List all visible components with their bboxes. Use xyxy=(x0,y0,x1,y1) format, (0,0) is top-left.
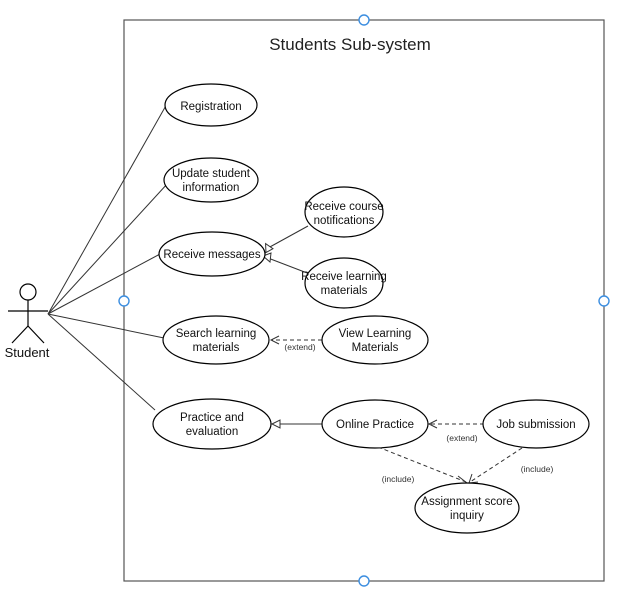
use-case-label-line-1: Receive course xyxy=(304,201,383,213)
system-title: Students Sub-system xyxy=(269,35,431,54)
association-registration xyxy=(47,101,169,315)
association-practice xyxy=(47,313,156,411)
use-case-job-submission[interactable]: Job submission xyxy=(482,399,590,449)
use-case-ellipse xyxy=(152,398,272,450)
resize-handle-right[interactable] xyxy=(598,295,610,307)
use-case-registration[interactable]: Registration xyxy=(164,83,258,127)
resize-handle-left[interactable] xyxy=(118,295,130,307)
include-label-job: (include) xyxy=(521,464,554,474)
actor-student-figure[interactable] xyxy=(8,283,48,344)
use-case-label-line-1: Assignment score xyxy=(421,496,512,508)
use-case-assignment-score-inquiry[interactable]: Assignment score inquiry xyxy=(414,482,520,534)
include-label-online: (include) xyxy=(382,474,415,484)
actor-head xyxy=(19,283,37,301)
extend-arrowhead-1 xyxy=(269,335,280,345)
extend-arrowhead-2 xyxy=(427,419,438,429)
use-case-ellipse xyxy=(158,231,266,277)
use-case-online-practice[interactable]: Online Practice xyxy=(321,399,429,449)
use-case-ellipse xyxy=(321,399,429,449)
include-online-to-score xyxy=(377,446,467,483)
actor-right-leg xyxy=(27,325,45,344)
use-case-label-line-2: evaluation xyxy=(186,426,238,438)
use-case-receive-messages[interactable]: Receive messages xyxy=(158,231,266,277)
include-arrowhead-2 xyxy=(468,473,479,484)
use-case-practice-and-evaluation[interactable]: Practice and evaluation xyxy=(152,398,272,450)
use-case-label-line-2: information xyxy=(183,182,240,194)
use-case-receive-course-notifications[interactable]: Receive course notifications xyxy=(304,186,384,238)
use-case-update-student-information[interactable]: Update student information xyxy=(163,157,259,203)
association-search-materials xyxy=(47,313,165,339)
extend-label-view: (extend) xyxy=(284,342,315,352)
use-case-ellipse xyxy=(414,482,520,534)
generalization-learning-materials xyxy=(267,257,316,277)
association-update-info xyxy=(47,182,169,315)
use-case-ellipse xyxy=(482,399,590,449)
use-case-label-line-1: View Learning xyxy=(339,328,412,340)
use-case-label-line-2: Materials xyxy=(352,342,399,354)
use-case-ellipse xyxy=(162,315,270,365)
use-case-ellipse xyxy=(321,315,429,365)
actor-label: Student xyxy=(5,345,50,360)
resize-handle-bottom[interactable] xyxy=(358,575,370,587)
include-job-to-score xyxy=(469,447,523,483)
use-case-label-line-1: Update student xyxy=(172,168,251,180)
use-case-label: Receive messages xyxy=(163,249,260,261)
use-case-label: Job submission xyxy=(496,419,575,431)
use-case-ellipse xyxy=(304,186,384,238)
use-case-label-line-2: materials xyxy=(321,285,368,297)
use-case-ellipse xyxy=(304,257,384,309)
use-case-label: Online Practice xyxy=(336,419,414,431)
use-case-label: Registration xyxy=(180,101,241,113)
use-case-search-learning-materials[interactable]: Search learning materials xyxy=(162,315,270,365)
use-case-ellipse xyxy=(164,83,258,127)
association-receive-messages xyxy=(47,253,161,315)
actor-left-leg xyxy=(11,325,29,344)
use-case-label-line-2: materials xyxy=(193,342,240,354)
use-case-label-line-1: Practice and xyxy=(180,412,244,424)
generalization-arrowhead-1 xyxy=(265,242,274,254)
use-case-label-line-1: Receive learning xyxy=(301,271,387,283)
use-case-label-line-1: Search learning xyxy=(176,328,257,340)
extend-label-job: (extend) xyxy=(446,433,477,443)
use-case-label-line-2: inquiry xyxy=(450,510,484,522)
generalization-course-notifications xyxy=(267,225,309,249)
generalization-arrowhead-3 xyxy=(270,419,281,429)
use-case-label-line-2: notifications xyxy=(314,215,375,227)
use-case-ellipse xyxy=(163,157,259,203)
use-case-receive-learning-materials[interactable]: Receive learning materials xyxy=(301,257,387,309)
resize-handle-top[interactable] xyxy=(358,14,370,26)
use-case-view-learning-materials[interactable]: View Learning Materials xyxy=(321,315,429,365)
